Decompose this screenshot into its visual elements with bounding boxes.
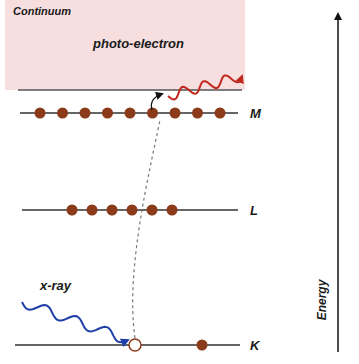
electron (192, 108, 203, 119)
electron (67, 205, 78, 216)
electron (87, 205, 98, 216)
region-title: Continuum (13, 5, 71, 17)
electron (102, 108, 113, 119)
electron (197, 340, 208, 351)
transition-path (133, 120, 160, 338)
electron (215, 108, 226, 119)
continuum-band: Continuum photo-electron (5, 0, 245, 90)
emission-arrow (151, 94, 162, 110)
electron (35, 108, 46, 119)
electron (125, 108, 136, 119)
x-ray-wave (22, 302, 128, 342)
electron (80, 108, 91, 119)
radiation-label: x-ray (40, 278, 71, 293)
electrons (35, 108, 226, 351)
electron (167, 205, 178, 216)
energy-axis (337, 14, 339, 352)
electron (127, 205, 138, 216)
electron (170, 108, 181, 119)
hole (129, 339, 141, 351)
continuum-edge (18, 89, 242, 91)
shell-label: L (250, 203, 258, 218)
electron (107, 205, 118, 216)
particle-label: photo-electron (93, 36, 184, 51)
axis-label: Energy (315, 280, 329, 321)
shell-label: K (250, 338, 259, 353)
electron (147, 205, 158, 216)
shell-label: M (250, 106, 261, 121)
electron (57, 108, 68, 119)
photo-electron-wave (168, 75, 242, 99)
electron (147, 108, 158, 119)
